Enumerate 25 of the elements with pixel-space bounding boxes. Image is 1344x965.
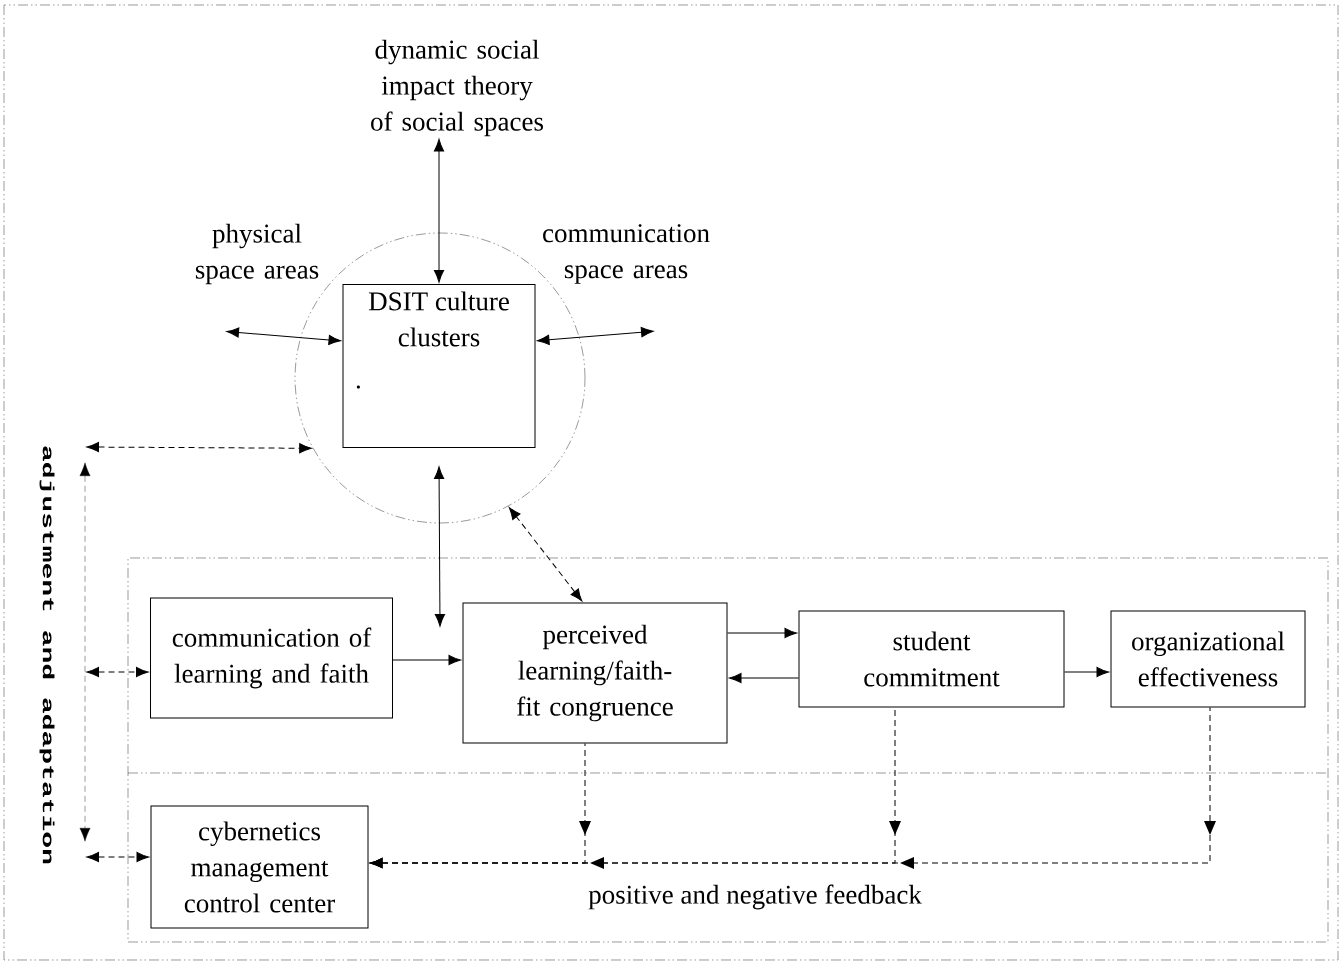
process-box: organizational effectiveness	[1110, 610, 1306, 708]
arrow	[392, 654, 462, 666]
arrow	[433, 138, 445, 283]
arrow	[370, 707, 1216, 869]
text-label: physical space areas	[195, 223, 319, 285]
text-label: communication space areas	[543, 224, 710, 284]
arrow	[434, 466, 446, 627]
process-box: communication of learning and faith	[150, 597, 393, 719]
feedback-label: positive and negative feedback	[588, 884, 922, 910]
text-label: dynamic social impact theory of social spaces	[371, 39, 543, 137]
arrow	[727, 627, 798, 639]
process-box: student commitment	[798, 610, 1065, 708]
process-box: DSIT culture clusters .	[342, 284, 536, 448]
arrow	[729, 672, 799, 684]
arrow	[86, 441, 312, 454]
arrow	[1064, 666, 1110, 678]
arrow	[226, 327, 342, 345]
process-box: perceived learning/faith-fit congruence	[462, 602, 728, 744]
group-frame	[127, 557, 1329, 943]
arrow	[536, 327, 654, 345]
vertical-label: adjustment and adaptation	[39, 446, 55, 864]
arrow	[508, 507, 583, 602]
arrow	[86, 851, 150, 863]
process-box: cybernetics management control center	[150, 805, 369, 929]
arrow	[86, 666, 149, 678]
